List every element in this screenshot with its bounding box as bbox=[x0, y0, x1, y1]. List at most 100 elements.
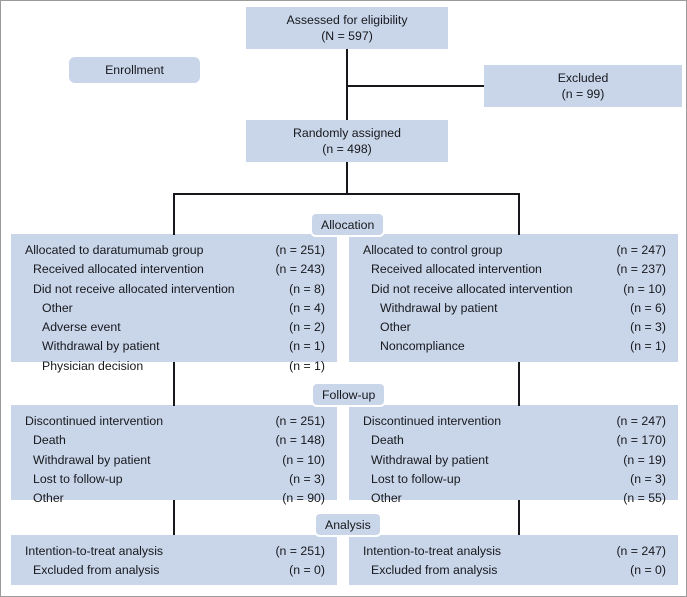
analysis-right-rows: Intention-to-treat analysis (n = 247) Excl… bbox=[363, 545, 666, 577]
flow-row-count: (n = 243) bbox=[275, 262, 325, 277]
flow-row: Other(n = 90) bbox=[25, 491, 325, 506]
flow-row: Other(n = 3) bbox=[363, 320, 666, 335]
flow-row: Lost to follow-up (n = 3) bbox=[363, 471, 666, 486]
connector-assessed-to-randomized bbox=[346, 49, 348, 120]
connector-left-allocation-to-followup bbox=[173, 362, 175, 406]
enrollment-label: Enrollment bbox=[105, 63, 164, 77]
flow-row-count: (n = 170) bbox=[616, 433, 666, 448]
flow-row-count: (n = 10) bbox=[623, 281, 666, 296]
allocation-left-rows: Allocated to daratumumab group (n = 251) R… bbox=[25, 244, 325, 372]
allocation-right-box: Allocated to control group(n = 247) Recei… bbox=[349, 234, 678, 362]
flow-row: Death (n = 148) bbox=[25, 433, 325, 448]
flow-row-count: (n = 6) bbox=[630, 300, 666, 315]
flow-row-count: (n = 8) bbox=[289, 281, 325, 296]
flow-row-count: (n = 4) bbox=[289, 300, 325, 315]
flow-row: Withdrawal by patient (n = 1) bbox=[25, 339, 325, 354]
connector-randomized-to-left-allocation bbox=[173, 193, 175, 235]
flow-row-label: Lost to follow-up bbox=[371, 471, 461, 486]
followup-left-box: Discontinued intervention (n = 251) Death (… bbox=[11, 405, 337, 504]
flow-row: Received allocated intervention (n = 243) bbox=[25, 262, 325, 277]
flow-row-label: Death bbox=[371, 433, 404, 448]
allocation-right-rows: Allocated to control group(n = 247) Recei… bbox=[363, 244, 666, 353]
connector-randomized-down bbox=[346, 162, 348, 195]
followup-right-box: Discontinued intervention (n = 247) Death (… bbox=[349, 405, 678, 504]
excluded-count: (n = 99) bbox=[561, 87, 605, 101]
flow-row: Intention-to-treat analysis(n = 251) bbox=[25, 545, 325, 558]
flow-row-label: Intention-to-treat analysis bbox=[363, 544, 502, 558]
flow-row: Adverse event(n = 2) bbox=[25, 320, 325, 335]
flow-row: Withdrawal by patient(n = 19) bbox=[363, 452, 666, 467]
flow-row-count: (n = 148) bbox=[275, 433, 325, 448]
flow-row-label: Did not receive allocated intervention bbox=[33, 281, 235, 296]
analysis-left-box: Intention-to-treat analysis(n = 251) Excl… bbox=[11, 535, 337, 585]
flow-row-count: (n = 10) bbox=[282, 452, 325, 467]
flow-row-count: (n = 1) bbox=[630, 339, 666, 354]
excluded-label: Excluded bbox=[557, 70, 609, 85]
connector-right-allocation-to-followup bbox=[518, 362, 520, 406]
allocation-left-box: Allocated to daratumumab group (n = 251) R… bbox=[11, 234, 337, 372]
flow-row-count: (n = 3) bbox=[630, 320, 666, 335]
flow-row: Withdrawal by patient (n = 6) bbox=[363, 300, 666, 315]
flow-row-count: (n = 1) bbox=[289, 339, 325, 354]
flow-row-label: Allocated to daratumumab group bbox=[25, 243, 204, 257]
stage-label-allocation: Allocation bbox=[310, 212, 386, 237]
flow-row-label: Withdrawal by patient bbox=[33, 452, 151, 467]
flow-row: Other (n = 4) bbox=[25, 300, 325, 315]
flow-row-count: (n = 247) bbox=[616, 544, 666, 558]
flow-row-label: Excluded from analysis bbox=[33, 563, 160, 578]
flow-row-count: (n = 2) bbox=[289, 320, 325, 335]
randomized-count: (n = 498) bbox=[322, 142, 372, 156]
assessed-for-eligibility-box: Assessed for eligibility (N = 597) bbox=[246, 7, 448, 49]
stage-label-analysis: Analysis bbox=[314, 512, 382, 537]
flow-row-count: (n = 55) bbox=[623, 491, 666, 506]
flow-row-label: Discontinued intervention bbox=[363, 414, 502, 428]
flow-row-label: Allocated to control group bbox=[363, 243, 503, 257]
flow-row-label: Withdrawal by patient bbox=[42, 339, 160, 354]
flow-row: Did not receive allocated intervention (n… bbox=[363, 281, 666, 296]
assessed-count: (N = 597) bbox=[321, 29, 373, 43]
connector-left-followup-to-analysis bbox=[173, 500, 175, 535]
flow-row: Allocated to daratumumab group (n = 251) bbox=[25, 243, 325, 257]
flow-row-label: Death bbox=[33, 433, 66, 448]
flow-row-count: (n = 251) bbox=[275, 414, 325, 428]
flow-row-label: Other bbox=[42, 300, 73, 315]
randomly-assigned-box: Randomly assigned (n = 498) bbox=[246, 120, 448, 162]
flow-row-label: Other bbox=[33, 491, 64, 506]
flow-row: Allocated to control group(n = 247) bbox=[363, 243, 666, 257]
flow-row: Excluded from analysis (n = 0) bbox=[363, 563, 666, 578]
followup-label: Follow-up bbox=[322, 387, 376, 402]
flow-row-label: Received allocated intervention bbox=[33, 262, 204, 277]
flow-row: Death (n = 170) bbox=[363, 433, 666, 448]
connector-randomized-split bbox=[173, 193, 520, 195]
flow-row-label: Discontinued intervention bbox=[25, 414, 164, 428]
connector-to-excluded bbox=[346, 85, 484, 87]
excluded-box: Excluded (n = 99) bbox=[484, 65, 682, 107]
flow-row-label: Other bbox=[371, 491, 402, 506]
flow-row: Did not receive allocated intervention (n… bbox=[25, 281, 325, 296]
flow-row-count: (n = 0) bbox=[630, 563, 666, 578]
flow-row: Discontinued intervention (n = 247) bbox=[363, 414, 666, 428]
flow-row-count: (n = 251) bbox=[275, 243, 325, 257]
flow-row-label: Withdrawal by patient bbox=[380, 300, 498, 315]
flow-row-count: (n = 3) bbox=[630, 471, 666, 486]
flow-row: Discontinued intervention (n = 251) bbox=[25, 414, 325, 428]
connector-randomized-to-right-allocation bbox=[518, 193, 520, 235]
stage-label-followup: Follow-up bbox=[311, 382, 387, 407]
flow-row-label: Withdrawal by patient bbox=[371, 452, 489, 467]
analysis-left-rows: Intention-to-treat analysis(n = 251) Excl… bbox=[25, 545, 325, 577]
flow-row-count: (n = 3) bbox=[289, 471, 325, 486]
flow-row-count: (n = 247) bbox=[616, 414, 666, 428]
analysis-label: Analysis bbox=[325, 517, 371, 532]
flow-row-label: Excluded from analysis bbox=[371, 563, 498, 578]
flow-row: Received allocated intervention(n = 237) bbox=[363, 263, 666, 276]
stage-label-enrollment: Enrollment bbox=[69, 57, 200, 83]
allocation-label: Allocation bbox=[321, 217, 375, 232]
assessed-label: Assessed for eligibility bbox=[286, 12, 408, 27]
flow-row-count: (n = 0) bbox=[289, 563, 325, 578]
flow-row: Lost to follow-up(n = 3) bbox=[25, 471, 325, 486]
flow-row: Excluded from analysis (n = 0) bbox=[25, 563, 325, 578]
flow-row-label: Did not receive allocated intervention bbox=[371, 281, 573, 296]
analysis-right-box: Intention-to-treat analysis (n = 247) Excl… bbox=[349, 535, 678, 585]
flow-row: Withdrawal by patient (n = 10) bbox=[25, 452, 325, 467]
flow-row-label: Physician decision bbox=[42, 358, 144, 373]
